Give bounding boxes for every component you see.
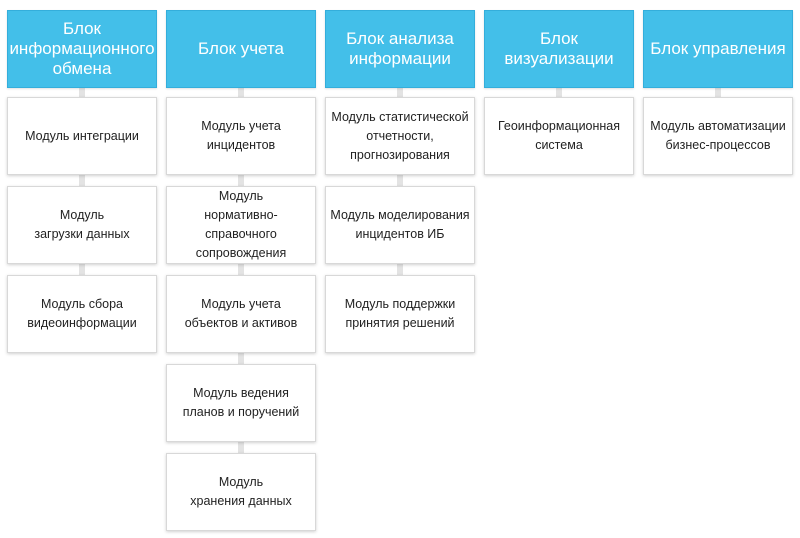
block-header-information-exchange: Блок информационного обмена	[7, 10, 157, 88]
module-incident-accounting: Модуль учета инцидентов	[166, 97, 316, 175]
module-video-collection: Модуль сбора видеоинформации	[7, 275, 157, 353]
module-data-loading: Модуль загрузки данных	[7, 186, 157, 264]
module-business-automation: Модуль автоматизации бизнес-процессов	[643, 97, 793, 175]
module-incident-modeling: Модуль моделирования инцидентов ИБ	[325, 186, 475, 264]
module-reference-support: Модуль нормативно-справочного сопровожде…	[166, 186, 316, 264]
block-header-accounting: Блок учета	[166, 10, 316, 88]
module-decision-support: Модуль поддержки принятия решений	[325, 275, 475, 353]
block-header-visualization: Блок визуализации	[484, 10, 634, 88]
module-data-storage: Модуль хранения данных	[166, 453, 316, 531]
connector-bar	[715, 60, 721, 130]
module-integration: Модуль интеграции	[7, 97, 157, 175]
block-header-management: Блок управления	[643, 10, 793, 88]
module-plans-orders: Модуль ведения планов и поручений	[166, 364, 316, 442]
module-geoinformation-system: Геоинформационная система	[484, 97, 634, 175]
module-assets-accounting: Модуль учета объектов и активов	[166, 275, 316, 353]
module-statistical-reporting: Модуль статистической отчетности, прогно…	[325, 97, 475, 175]
block-header-analysis: Блок анализа информации	[325, 10, 475, 88]
connector-bar	[556, 60, 562, 130]
